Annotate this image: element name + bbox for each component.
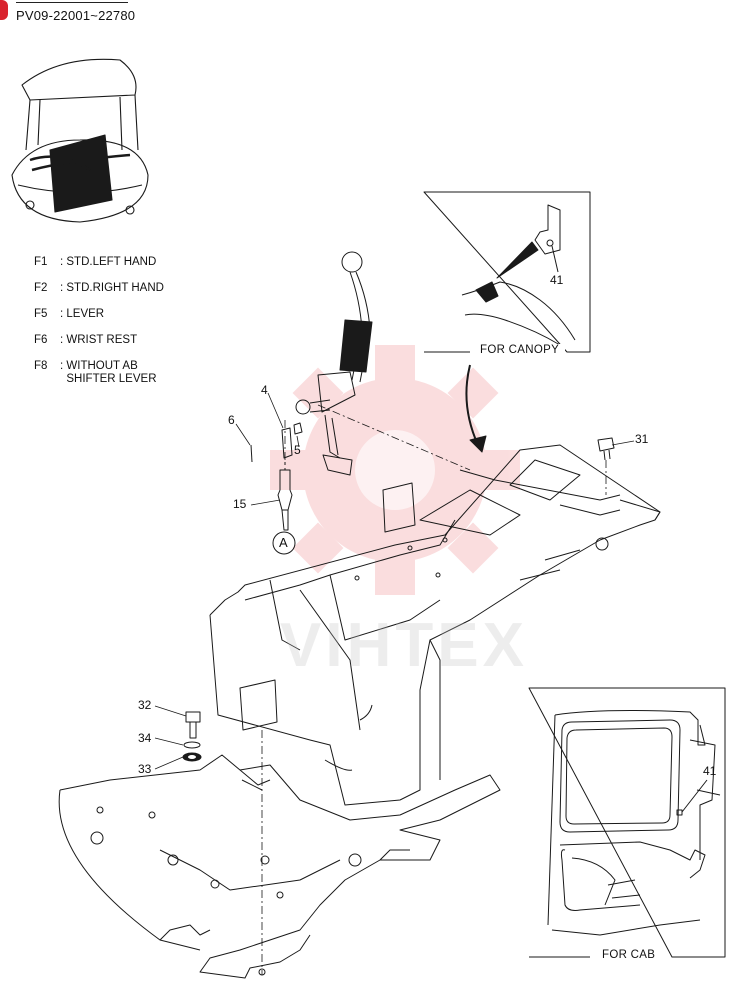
watermark: VIHTEX [280,611,528,680]
legend-desc: LEVER [66,308,105,320]
cab-inset [528,687,726,958]
legend-item: F1: STD.LEFT HAND [34,256,157,268]
callout-15: 15 [233,497,247,511]
legend-desc: WRIST REST [66,334,138,346]
arrow-icon [465,364,479,446]
callout-6: 6 [228,413,235,427]
legend-desc: STD.LEFT HAND [66,256,157,268]
callout-34: 34 [138,731,152,745]
callout-31: 31 [635,432,649,446]
legend: F1: STD.LEFT HAND F2: STD.RIGHT HAND F5:… [34,256,164,399]
view-a-marker [272,531,296,555]
machine-thumbnail [11,58,149,223]
canopy-inset [423,191,591,353]
legend-item: F2: STD.RIGHT HAND [34,282,164,294]
legend-code: F1 [34,256,48,268]
callout-41-canopy: 41 [550,273,564,287]
callout-4: 4 [261,383,268,397]
legend-code: F5 [34,308,48,320]
legend-code: F8 [34,360,48,372]
callout-a: A [279,535,288,550]
callout-5: 5 [294,443,301,457]
cab-inset-title: FOR CAB [596,949,662,961]
lever-assembly [250,251,373,531]
callout-33: 33 [138,762,152,776]
bolt-31 [597,437,615,461]
legend-item: F6: WRIST REST [34,334,138,346]
canopy-inset-title: FOR CANOPY [474,344,566,356]
legend-code: F2 [34,282,48,294]
main-frame [209,444,661,806]
legend-item: F8: WITHOUT AB SHIFTER LEVER [34,360,157,385]
callout-41-cab: 41 [703,764,717,778]
legend-desc: STD.RIGHT HAND [66,282,164,294]
floor-plate [58,754,501,979]
bolt-stack [182,711,202,762]
header-rule [16,2,128,3]
legend-item: F5: LEVER [34,308,105,320]
legend-desc: WITHOUT AB SHIFTER LEVER [66,360,157,385]
page-marker-tab [0,0,8,20]
serial-range: PV09-22001~22780 [16,8,136,23]
callout-32: 32 [138,698,152,712]
legend-code: F6 [34,334,48,346]
